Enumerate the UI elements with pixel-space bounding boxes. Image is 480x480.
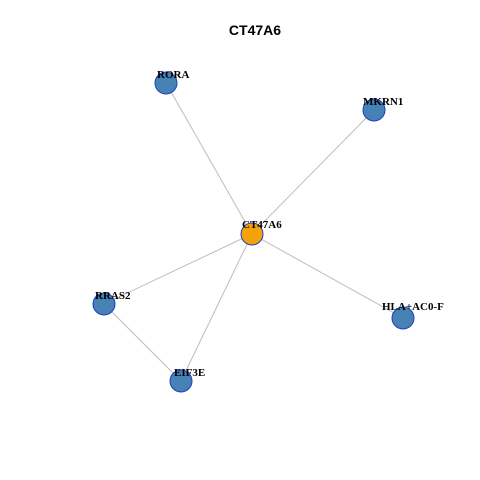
graph-title: CT47A6: [229, 22, 281, 38]
edge-rras2-eif3e: [103, 303, 182, 382]
node-label-mkrn1: MKRN1: [363, 96, 403, 108]
node-eif3e: [169, 369, 193, 393]
edge-ct47a6-hla-ac0-f: [251, 233, 404, 319]
node-rras2: [92, 292, 116, 316]
edge-ct47a6-rora: [165, 82, 253, 235]
node-label-rras2: RRAS2: [95, 290, 131, 302]
node-hla-ac0-f: [391, 306, 415, 330]
node-ct47a6: [240, 222, 264, 246]
node-mkrn1: [362, 98, 386, 122]
edge-ct47a6-rras2: [103, 233, 253, 305]
edges-layer: [103, 82, 404, 382]
node-label-hla-ac0-f: HLA+AC0-F: [382, 301, 444, 313]
node-label-ct47a6: CT47A6: [242, 219, 282, 231]
node-label-eif3e: EIF3E: [174, 367, 205, 379]
edge-ct47a6-mkrn1: [251, 109, 375, 235]
nodes-layer: [92, 71, 415, 393]
node-rora: [154, 71, 178, 95]
node-label-rora: RORA: [157, 69, 189, 81]
edge-ct47a6-eif3e: [180, 233, 253, 382]
